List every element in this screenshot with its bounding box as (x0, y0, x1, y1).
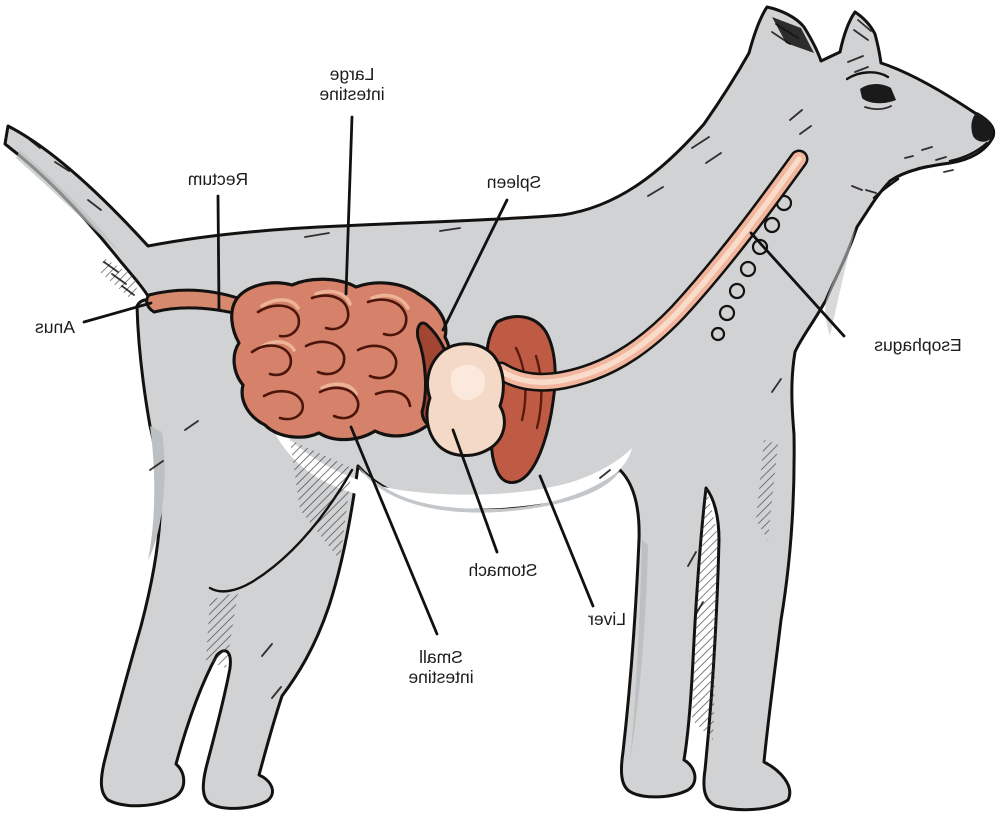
intestine-highlights (258, 289, 410, 396)
nose-icon (971, 112, 994, 142)
anus-leader-line (82, 301, 153, 324)
hatch-shading (100, 258, 778, 740)
esophagus-leader-line (749, 231, 846, 338)
large-intestine-leader-line (344, 115, 354, 296)
liver-leader-line (538, 474, 595, 608)
stomach-leader-line (451, 428, 499, 554)
body-shading (16, 150, 856, 760)
fur-strokes (29, 136, 782, 699)
small-intestine-leader-line (349, 425, 439, 636)
abdominal-cutaway-window (268, 415, 632, 509)
spleen-leader-line (441, 198, 509, 332)
intestine-coil-lines (250, 294, 412, 421)
trachea-rings (710, 194, 793, 342)
eye-icon (860, 83, 896, 104)
esophagus-tube (491, 149, 809, 392)
leader-lines (82, 115, 846, 636)
belly-shadow-band (358, 466, 620, 513)
stomach-highlight (450, 364, 486, 401)
rectum-leader-line (216, 194, 221, 311)
face-details (771, 17, 994, 200)
thigh-contour-line (208, 468, 354, 593)
